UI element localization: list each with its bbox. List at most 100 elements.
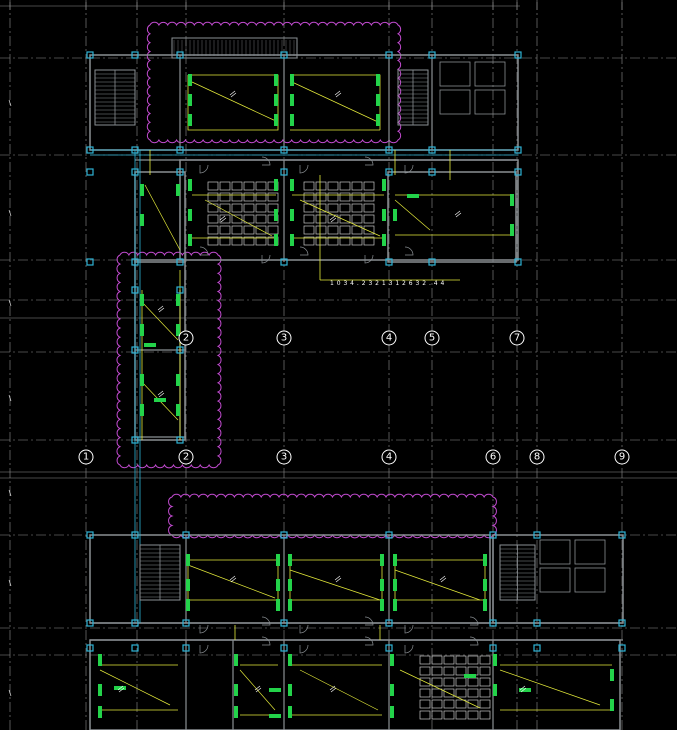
light-fixture — [274, 179, 278, 191]
light-fixture — [464, 674, 476, 678]
desk — [303, 236, 315, 246]
dim-mark — [8, 99, 12, 107]
desk — [315, 225, 327, 235]
svg-text:6: 6 — [490, 452, 496, 463]
light-fixture — [188, 94, 192, 106]
wall-outline — [89, 639, 621, 730]
light-fixture — [290, 234, 294, 246]
light-fixture — [176, 184, 180, 196]
light-fixture — [140, 214, 144, 226]
light-fixture — [234, 706, 238, 718]
desk — [443, 699, 455, 709]
column — [280, 258, 288, 266]
room-tag-mark — [158, 392, 165, 398]
svg-text:2: 2 — [183, 452, 189, 463]
desk — [467, 655, 479, 665]
desk — [219, 181, 231, 191]
light-fixture — [186, 599, 190, 611]
conduit-diagonal — [394, 199, 431, 231]
circuit-note: 1 0 3 4 . 2 3 2 1 3 1 2 6 3 2 . 4 4 — [330, 280, 445, 287]
desk — [479, 688, 491, 698]
light-fixture — [274, 209, 278, 221]
light-fixture — [269, 714, 281, 718]
desk — [431, 688, 443, 698]
conduit-diagonal — [299, 669, 379, 711]
room-tag-mark — [454, 210, 461, 216]
toilet-stall — [539, 539, 571, 565]
dim-mark — [8, 489, 12, 497]
axis-bubble-mid-3: 3 — [276, 449, 292, 465]
light-fixture — [288, 706, 292, 718]
desk — [327, 236, 339, 246]
desk — [339, 192, 351, 202]
desk — [303, 214, 315, 224]
room-tag-mark — [157, 305, 164, 311]
column — [280, 168, 288, 176]
svg-text:3: 3 — [281, 452, 287, 463]
desk — [431, 655, 443, 665]
toilet-stall — [474, 61, 506, 87]
desk — [479, 699, 491, 709]
toilet-stall — [474, 89, 506, 115]
light-fixture — [188, 234, 192, 246]
desk — [455, 677, 467, 687]
light-fixture — [176, 374, 180, 386]
desk — [455, 688, 467, 698]
desk — [327, 192, 339, 202]
light-fixture — [288, 554, 292, 566]
column — [176, 146, 184, 154]
light-fixture — [274, 234, 278, 246]
room-tag-mark — [229, 90, 236, 96]
column — [385, 51, 393, 59]
door-swing — [199, 644, 209, 654]
light-fixture — [393, 599, 397, 611]
desk — [455, 655, 467, 665]
conduit-diagonal — [394, 569, 481, 601]
desk — [303, 203, 315, 213]
light-fixture — [188, 179, 192, 191]
light-fixture — [140, 374, 144, 386]
conduit-diagonal — [139, 299, 179, 341]
desk — [315, 203, 327, 213]
desk — [255, 225, 267, 235]
desk — [303, 181, 315, 191]
column — [280, 531, 288, 539]
room-tag-mark — [519, 685, 526, 691]
desk — [315, 181, 327, 191]
desk — [219, 192, 231, 202]
column — [176, 168, 184, 176]
room-annotations — [8, 90, 527, 697]
svg-text:4: 4 — [386, 333, 392, 344]
light-fixture — [140, 184, 144, 196]
room-tag-mark — [439, 575, 446, 581]
door-swing — [364, 636, 374, 646]
desk — [363, 203, 375, 213]
light-fixture — [380, 599, 384, 611]
axis-bubble-mid-4: 4 — [381, 449, 397, 465]
desk — [363, 192, 375, 202]
column — [176, 346, 184, 354]
conduit-diagonal — [204, 199, 273, 237]
column — [428, 51, 436, 59]
desk — [207, 203, 219, 213]
desk — [315, 236, 327, 246]
revision-cloud-left — [116, 251, 222, 469]
desk — [231, 203, 243, 213]
column — [131, 258, 139, 266]
desk — [339, 181, 351, 191]
column — [86, 168, 94, 176]
axis-bubble-mid-2: 2 — [178, 449, 194, 465]
room-tag-mark — [230, 577, 237, 583]
wall-outline — [387, 171, 517, 263]
column — [489, 619, 497, 627]
column — [182, 531, 190, 539]
light-fixture — [98, 684, 102, 696]
desk — [467, 677, 479, 687]
column — [385, 258, 393, 266]
light-fixture — [493, 684, 497, 696]
column — [131, 436, 139, 444]
door-swing — [261, 636, 271, 646]
light-fixture — [274, 94, 278, 106]
